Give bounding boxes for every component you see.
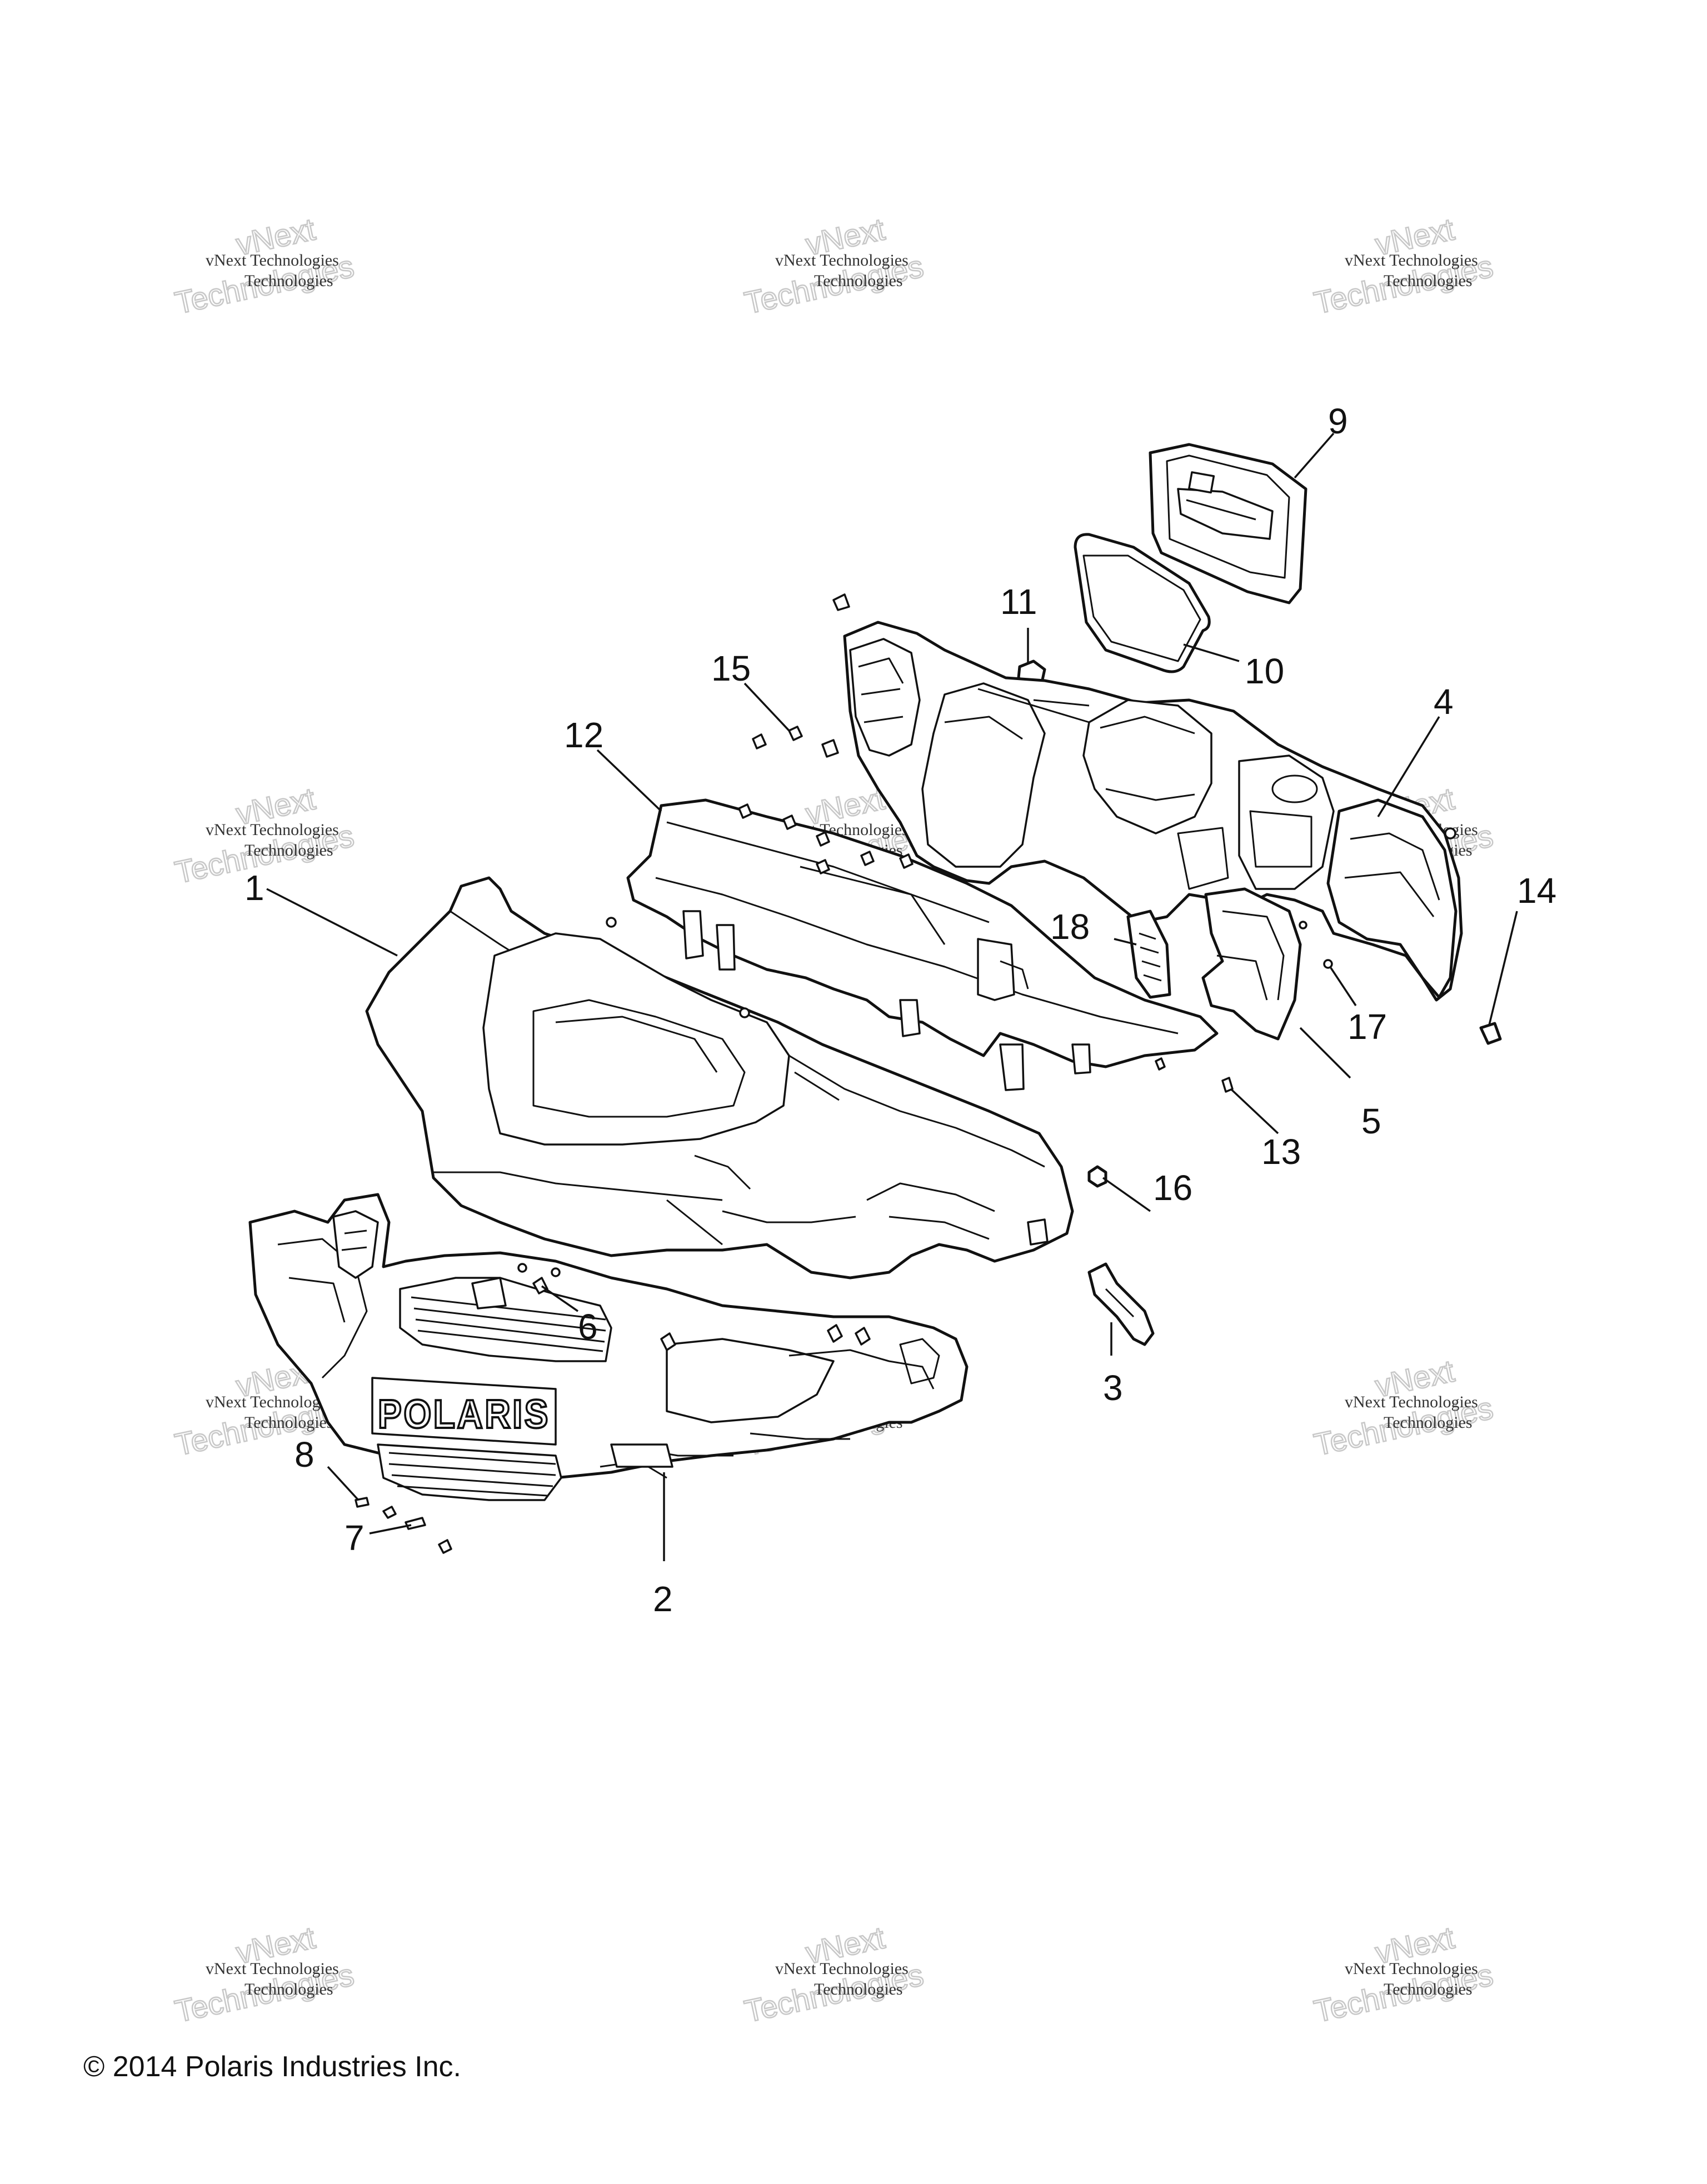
watermark-top-center: Technologies vNext vNext Technologies Te… xyxy=(741,211,927,321)
watermark-text: Technologies xyxy=(244,272,333,290)
callout-3: 3 xyxy=(1103,1368,1123,1408)
part-1-hood-body[interactable] xyxy=(365,876,1074,1280)
leader-lines xyxy=(266,432,1518,1561)
callout-17: 17 xyxy=(1347,1007,1387,1047)
leader-13 xyxy=(1230,1088,1279,1135)
watermark-text: Technologies xyxy=(1384,1413,1473,1432)
part-4-side-panel[interactable] xyxy=(1326,798,1458,999)
part-18-vent[interactable] xyxy=(1126,909,1171,999)
fastener-17-rivet[interactable] xyxy=(1299,921,1333,969)
callout-11: 11 xyxy=(1000,582,1037,622)
leader-10 xyxy=(1183,643,1240,662)
leader-4 xyxy=(1377,716,1440,817)
part-3-bracket[interactable] xyxy=(1087,1262,1155,1346)
leader-1 xyxy=(266,888,398,957)
callout-14: 14 xyxy=(1517,871,1556,911)
fastener-13-clip[interactable] xyxy=(1155,1057,1234,1093)
watermark-text: Technologies xyxy=(244,1413,333,1432)
callout-18: 18 xyxy=(1050,907,1090,947)
leader-5 xyxy=(1299,1027,1351,1079)
watermark-text: Technologies xyxy=(244,841,333,859)
callout-4: 4 xyxy=(1434,682,1454,722)
watermark-lower-right: Technologies vNext vNext Technologies Te… xyxy=(1310,1352,1496,1463)
watermark-text: vNext Technologies xyxy=(1345,1960,1478,1978)
callout-10: 10 xyxy=(1245,651,1284,691)
callout-13: 13 xyxy=(1261,1132,1301,1172)
callout-8: 8 xyxy=(295,1435,315,1475)
leader-14 xyxy=(1488,911,1518,1026)
watermark-text: vNext Technologies xyxy=(206,821,339,839)
part-2-front-bumper[interactable]: POLARIS xyxy=(248,1193,969,1501)
leader-9 xyxy=(1294,432,1335,479)
watermark-text: vNext Technologies xyxy=(1345,251,1478,269)
watermark-text: vNext Technologies xyxy=(775,1960,909,1978)
fastener-7-screws[interactable] xyxy=(382,1506,452,1554)
part-10-door-seal[interactable] xyxy=(1074,533,1211,673)
watermark-bottom-left: Technologies vNext vNext Technologies Te… xyxy=(171,1919,357,2030)
watermark-bottom-center: Technologies vNext vNext Technologies Te… xyxy=(741,1919,927,2030)
callout-9: 9 xyxy=(1328,401,1348,441)
fastener-16-nut[interactable] xyxy=(1087,1165,1107,1188)
leader-7 xyxy=(369,1524,412,1535)
part-12-dash-cross-panel[interactable] xyxy=(626,798,1219,1091)
leader-8 xyxy=(327,1466,360,1501)
callout-2: 2 xyxy=(653,1579,673,1619)
leader-16 xyxy=(1102,1177,1151,1212)
leader-17 xyxy=(1330,967,1357,1006)
leader-12 xyxy=(596,749,662,812)
callout-5: 5 xyxy=(1361,1101,1381,1141)
watermark-top-right: Technologies vNext vNext Technologies Te… xyxy=(1310,211,1496,321)
watermark-text: Technologies xyxy=(814,1980,903,1998)
watermark-mid-left: Technologies vNext vNext Technologies Te… xyxy=(171,780,357,891)
callout-numbers: 1 2 3 4 5 6 7 8 9 10 11 12 13 14 15 16 1… xyxy=(244,401,1556,1619)
fastener-8-pin[interactable] xyxy=(355,1497,370,1508)
watermark-text: Technologies xyxy=(814,272,903,290)
leader-15 xyxy=(743,682,790,732)
callout-16: 16 xyxy=(1153,1168,1192,1208)
watermark-text: vNext Technologies xyxy=(206,251,339,269)
leader-18 xyxy=(1114,938,1137,946)
fastener-14-plug[interactable] xyxy=(1479,1022,1502,1045)
callout-6: 6 xyxy=(578,1307,598,1347)
watermark-text: vNext Technologies xyxy=(1345,1393,1478,1411)
watermark-text: vNext Technologies xyxy=(206,1960,339,1978)
watermark-text: Technologies xyxy=(1384,272,1473,290)
watermark-text: Technologies xyxy=(244,1980,333,1998)
watermark-bottom-right: Technologies vNext vNext Technologies Te… xyxy=(1310,1919,1496,2030)
watermark-text: vNext Technologies xyxy=(775,251,909,269)
callout-7: 7 xyxy=(345,1518,365,1558)
copyright-notice: © 2014 Polaris Industries Inc. xyxy=(83,2051,461,2083)
part-4-dashboard[interactable] xyxy=(843,621,1463,1002)
watermark-text: Technologies xyxy=(1384,1980,1473,1998)
watermark-top-left: Technologies vNext vNext Technologies Te… xyxy=(171,211,357,321)
part-9-glove-box-door[interactable] xyxy=(1149,443,1307,604)
part-5-side-bracket[interactable] xyxy=(1201,887,1302,1041)
fastener-15-screws[interactable] xyxy=(738,593,914,874)
leader-6 xyxy=(541,1285,578,1312)
callout-15: 15 xyxy=(711,648,751,688)
polaris-logo-text: POLARIS xyxy=(378,1392,550,1437)
callout-12: 12 xyxy=(564,715,603,755)
callout-1: 1 xyxy=(244,868,264,908)
